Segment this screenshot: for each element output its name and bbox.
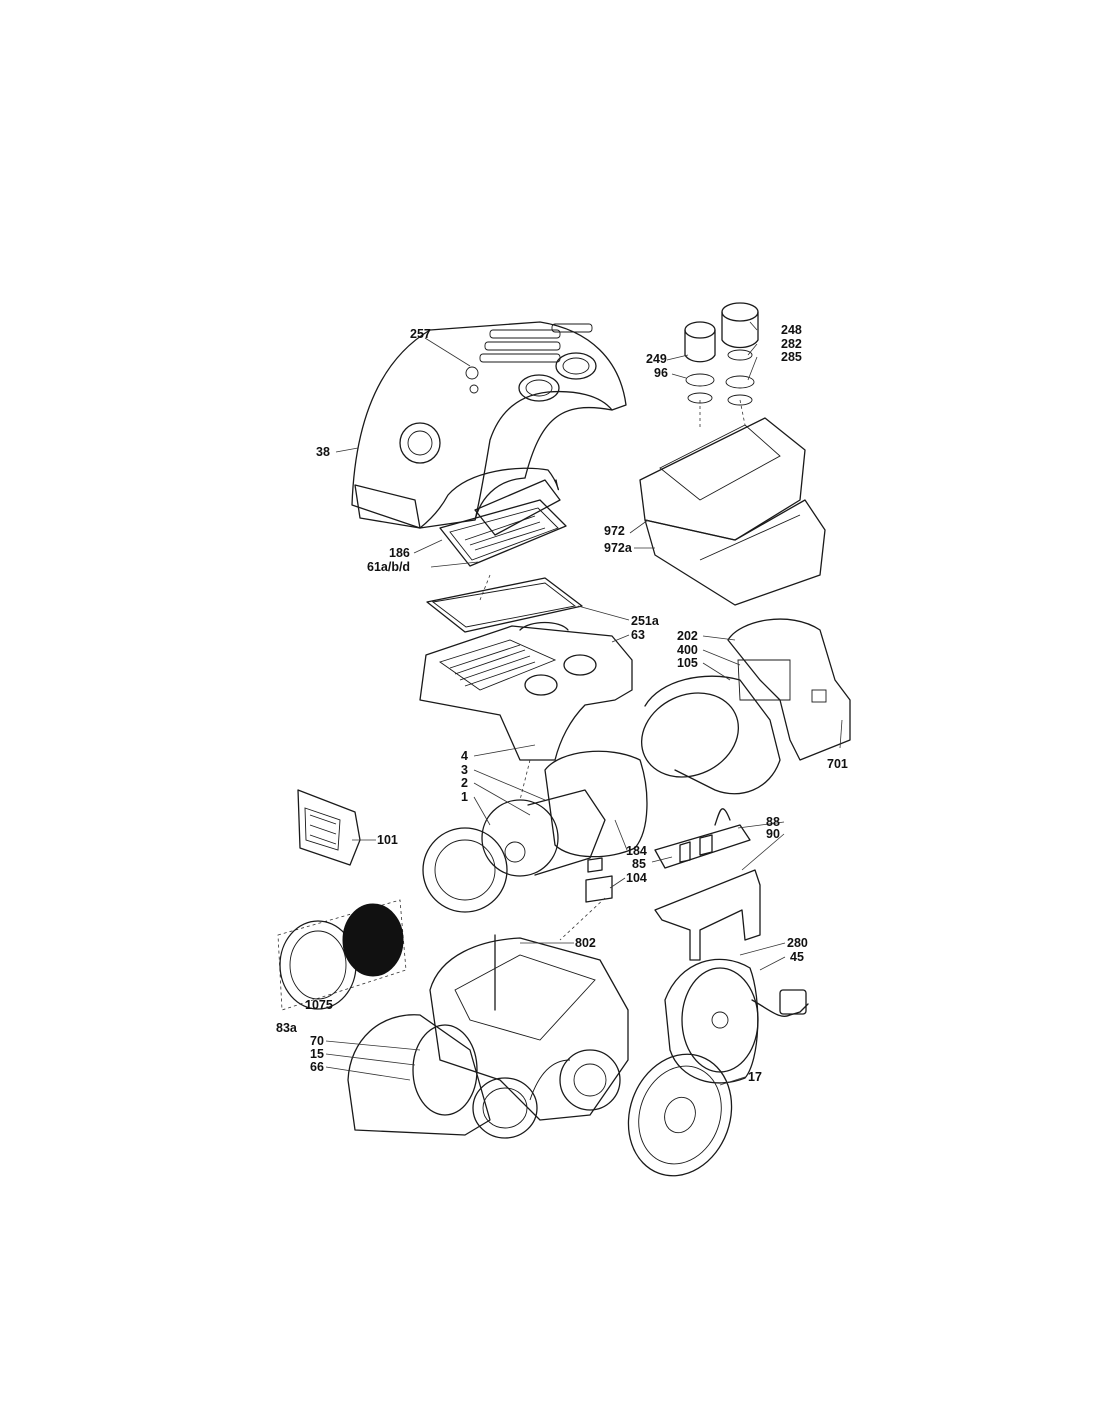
callout-104: 104	[626, 871, 647, 885]
callout-251a: 251a	[631, 614, 660, 628]
callout-83a: 83a	[276, 1021, 298, 1035]
callout-15: 15	[310, 1047, 324, 1061]
callout-labels: 257 38 186 61a/b/d 249 96 248 282 285 97…	[276, 323, 848, 1084]
filter-frame	[439, 479, 567, 567]
callout-17: 17	[748, 1070, 762, 1084]
callout-85: 85	[632, 857, 646, 871]
top-cover	[351, 321, 627, 529]
rear-wheel	[347, 1014, 538, 1139]
front-wheel	[627, 1053, 733, 1177]
clip	[585, 857, 613, 903]
callout-88: 88	[766, 815, 780, 829]
assembly-lines	[479, 399, 746, 941]
motor-filters	[684, 302, 759, 406]
callout-2: 2	[461, 776, 468, 790]
motor-casing	[640, 618, 851, 795]
dust-bags	[639, 417, 826, 606]
callout-186: 186	[389, 546, 410, 560]
motor-unit	[422, 750, 648, 913]
callout-45: 45	[790, 950, 804, 964]
callout-1: 1	[461, 790, 468, 804]
callout-257: 257	[410, 327, 431, 341]
callout-1075: 1075	[305, 998, 333, 1012]
base-chassis	[429, 934, 629, 1121]
callout-802: 802	[575, 936, 596, 950]
callout-4: 4	[461, 749, 468, 763]
callout-70: 70	[310, 1034, 324, 1048]
callout-972a: 972a	[604, 541, 633, 555]
callout-38: 38	[316, 445, 330, 459]
callout-101: 101	[377, 833, 398, 847]
exhaust-filter	[277, 899, 407, 1011]
callout-105: 105	[677, 656, 698, 670]
callout-249: 249	[646, 352, 667, 366]
callout-96: 96	[654, 366, 668, 380]
callout-282: 282	[781, 337, 802, 351]
callout-3: 3	[461, 763, 468, 777]
callout-63: 63	[631, 628, 645, 642]
callout-90: 90	[766, 827, 780, 841]
callout-285: 285	[781, 350, 802, 364]
gasket	[426, 577, 583, 633]
callout-972: 972	[604, 524, 625, 538]
side-bracket	[297, 789, 361, 866]
callout-202: 202	[677, 629, 698, 643]
callout-61abd: 61a/b/d	[367, 560, 410, 574]
electronics-board	[654, 808, 761, 961]
filter-housing	[419, 621, 633, 761]
callout-248: 248	[781, 323, 802, 337]
cable-reel	[664, 958, 809, 1084]
callout-701: 701	[827, 757, 848, 771]
callout-66: 66	[310, 1060, 324, 1074]
callout-184: 184	[626, 844, 647, 858]
leader-lines	[325, 321, 843, 1086]
callout-280: 280	[787, 936, 808, 950]
callout-400: 400	[677, 643, 698, 657]
